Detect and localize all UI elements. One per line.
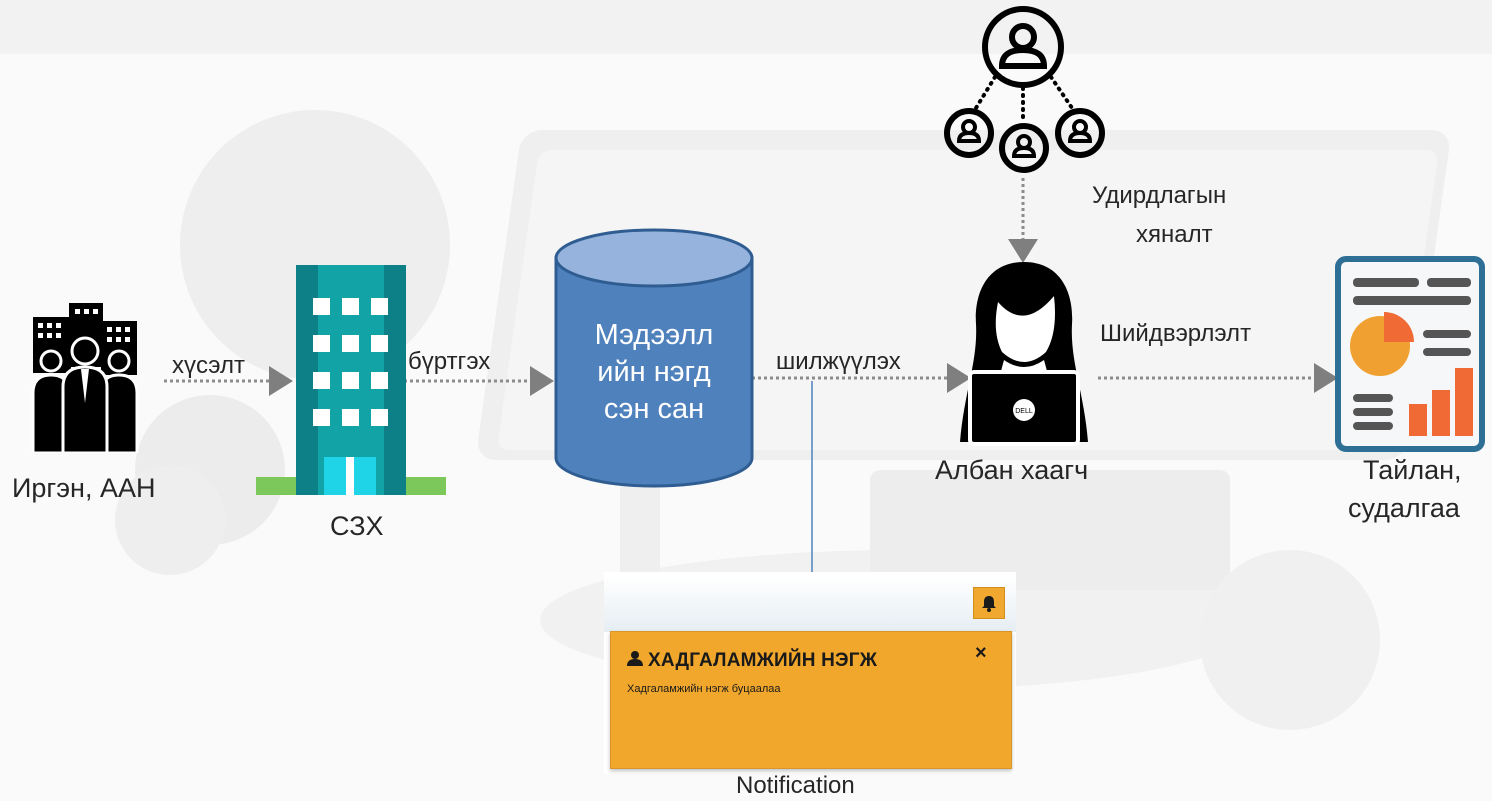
business-people-icon bbox=[31, 303, 139, 453]
notification-title-row: ХАДГАЛАМЖИЙН НЭГЖ bbox=[627, 650, 877, 672]
label-management-line2: хяналт bbox=[1136, 221, 1213, 248]
label-citizen: Иргэн, ААН bbox=[12, 473, 156, 503]
label-request: хүсэлт bbox=[172, 352, 245, 379]
label-cdc: СЗХ bbox=[330, 511, 384, 541]
user-icon bbox=[627, 650, 643, 672]
notification-title: ХАДГАЛАМЖИЙН НЭГЖ bbox=[648, 650, 878, 672]
notification-card: ХАДГАЛАМЖИЙН НЭГЖ Хадгаламжийн нэгж буца… bbox=[610, 631, 1012, 769]
close-icon[interactable]: × bbox=[975, 642, 987, 664]
database-cylinder bbox=[554, 228, 754, 488]
laptop-brand: DELL bbox=[1015, 408, 1033, 415]
notification-panel: ХАДГАЛАМЖИЙН НЭГЖ Хадгаламжийн нэгж буца… bbox=[604, 572, 1016, 774]
notification-header-bar bbox=[604, 576, 1016, 632]
label-decision: Шийдвэрлэлт bbox=[1100, 320, 1252, 347]
report-chart-icon bbox=[1335, 256, 1485, 452]
database-line: сэн сан bbox=[603, 393, 705, 425]
team-hierarchy-icon bbox=[944, 6, 1105, 173]
notification-message: Хадгаламжийн нэгж буцаалаа bbox=[627, 683, 781, 695]
woman-laptop-icon: DELL bbox=[960, 262, 1088, 446]
bell-button[interactable] bbox=[973, 587, 1005, 619]
top-band bbox=[0, 0, 1492, 54]
bell-icon bbox=[982, 596, 996, 612]
label-management-line1: Удирдлагын bbox=[1092, 182, 1227, 209]
database-label: Мэдээлл ийн нэгд сэн сан bbox=[556, 317, 752, 428]
label-report-line2: судалгаа bbox=[1348, 493, 1460, 523]
label-register: бүртгэх bbox=[408, 348, 491, 375]
label-report-line1: Тайлан, bbox=[1363, 455, 1462, 485]
database-line: Мэдээлл bbox=[594, 319, 714, 351]
database-line: ийн нэгд bbox=[597, 356, 711, 388]
label-notification: Notification bbox=[736, 772, 855, 799]
building-icon bbox=[256, 265, 446, 495]
label-officer: Албан хаагч bbox=[935, 455, 1089, 485]
label-transfer: шилжүүлэх bbox=[776, 348, 901, 375]
